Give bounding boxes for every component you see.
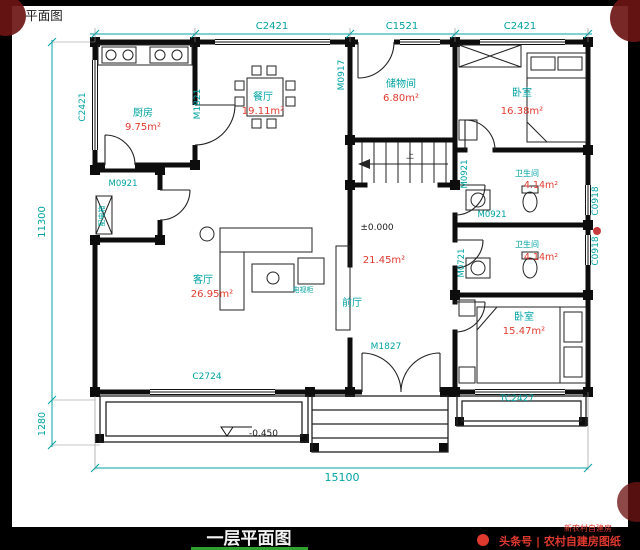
room-area-kitchen: 9.75m² [125,122,161,133]
dim-top-2: C1521 [386,21,418,32]
window-label-c2421-left: C2421 [78,92,88,121]
brand-main: 头条号 | 农村自建房图纸 [499,534,621,548]
stamp-bottom-right [617,482,640,522]
bottom-title: 一层平面图 [207,529,292,549]
room-area-dining: 19.11m² [242,106,284,117]
bottom-bar: 一层平面图 新农村自建房 头条号 | 农村自建房图纸 [191,523,621,550]
power-box-label: 配电箱 [97,206,106,227]
stairs [358,142,448,183]
red-mark-icon [593,227,601,235]
room-label-kitchen: 厨房 [133,106,153,119]
door-label-m0921-bed1: M0921 [460,160,470,189]
stairs-up-label: 上 [406,151,414,160]
room-area-storage: 6.80m² [383,93,419,104]
living-fixtures [199,226,351,331]
door-kitchen-living [104,134,136,166]
fixtures [95,44,587,453]
watermark-stamps [0,0,640,522]
stamp-top-right [610,0,640,42]
door-label-m0721-bath2: M0721 [457,249,467,278]
dim-left-porch: 1280 [37,412,48,436]
paper [12,6,628,527]
dim-top-1: C2421 [256,21,288,32]
door-label-m1827: M1827 [371,342,402,352]
bedroom2-fixtures [458,299,587,384]
room-label-bedroom2: 卧室 [514,310,534,323]
window-label-c2724: C2724 [192,372,221,382]
door-label-m1821: M1821 [193,89,203,120]
level-zero-label: ±0.000 [360,223,394,233]
corner-plan-title: 平面图 [25,8,63,23]
room-area-bedroom1: 16.38m² [501,106,543,117]
dim-bottom-total: 15100 [325,471,360,484]
room-area-bath1: 4.14m² [524,180,558,191]
door-side-entry [159,189,191,221]
level-marker [220,426,252,437]
door-main-entry [361,352,441,393]
title-underline [191,547,308,550]
room-label-bath1: 卫生间 [515,168,539,178]
door-label-m0917: M0917 [337,60,347,91]
room-label-dining: 餐厅 [253,90,273,103]
door-kitchen-dining [194,104,236,146]
door-label-m0921-bath1: M0921 [478,210,507,220]
door-label-m0921-side: M0921 [109,179,138,189]
text-labels: 平面图 C2421 C1521 C2421 11300 1280 15100 C… [25,8,601,484]
extension-lines [52,28,589,470]
bath1-fixtures [465,185,539,213]
room-label-storage: 储物间 [386,77,416,90]
tv-cabinet-label: 电视柜 [293,285,314,294]
brand-small: 新农村自建房 [564,523,612,533]
level-porch-label: -0.450 [249,429,278,439]
window-label-c0918-b: C0918 [591,236,601,265]
bedroom1-fixtures [458,44,587,143]
dim-top-3: C2421 [504,21,536,32]
room-area-hall: 21.45m² [363,255,405,266]
room-label-bedroom1: 卧室 [512,86,532,99]
door-bath2 [454,239,484,269]
porch-steps [99,395,587,453]
power-box [95,195,113,235]
brand-logo-icon [477,534,489,546]
room-label-bath2: 卫生间 [515,239,539,249]
room-area-living: 26.95m² [191,289,233,300]
stamp-top-left [0,0,26,36]
window-label-tc2427: TC2427 [499,394,534,404]
dim-left-total: 11300 [37,206,48,238]
room-area-bedroom2: 15.47m² [503,326,545,337]
bath2-fixtures [465,251,539,279]
windows [91,38,592,396]
dining-fixtures [234,65,296,129]
door-storage [357,41,395,79]
kitchen-fixtures [97,44,193,66]
room-label-hall: 前厅 [342,296,362,309]
room-area-bath2: 4.14m² [524,252,558,263]
room-label-living: 客厅 [193,273,213,286]
window-label-c0918-a: C0918 [591,186,601,215]
